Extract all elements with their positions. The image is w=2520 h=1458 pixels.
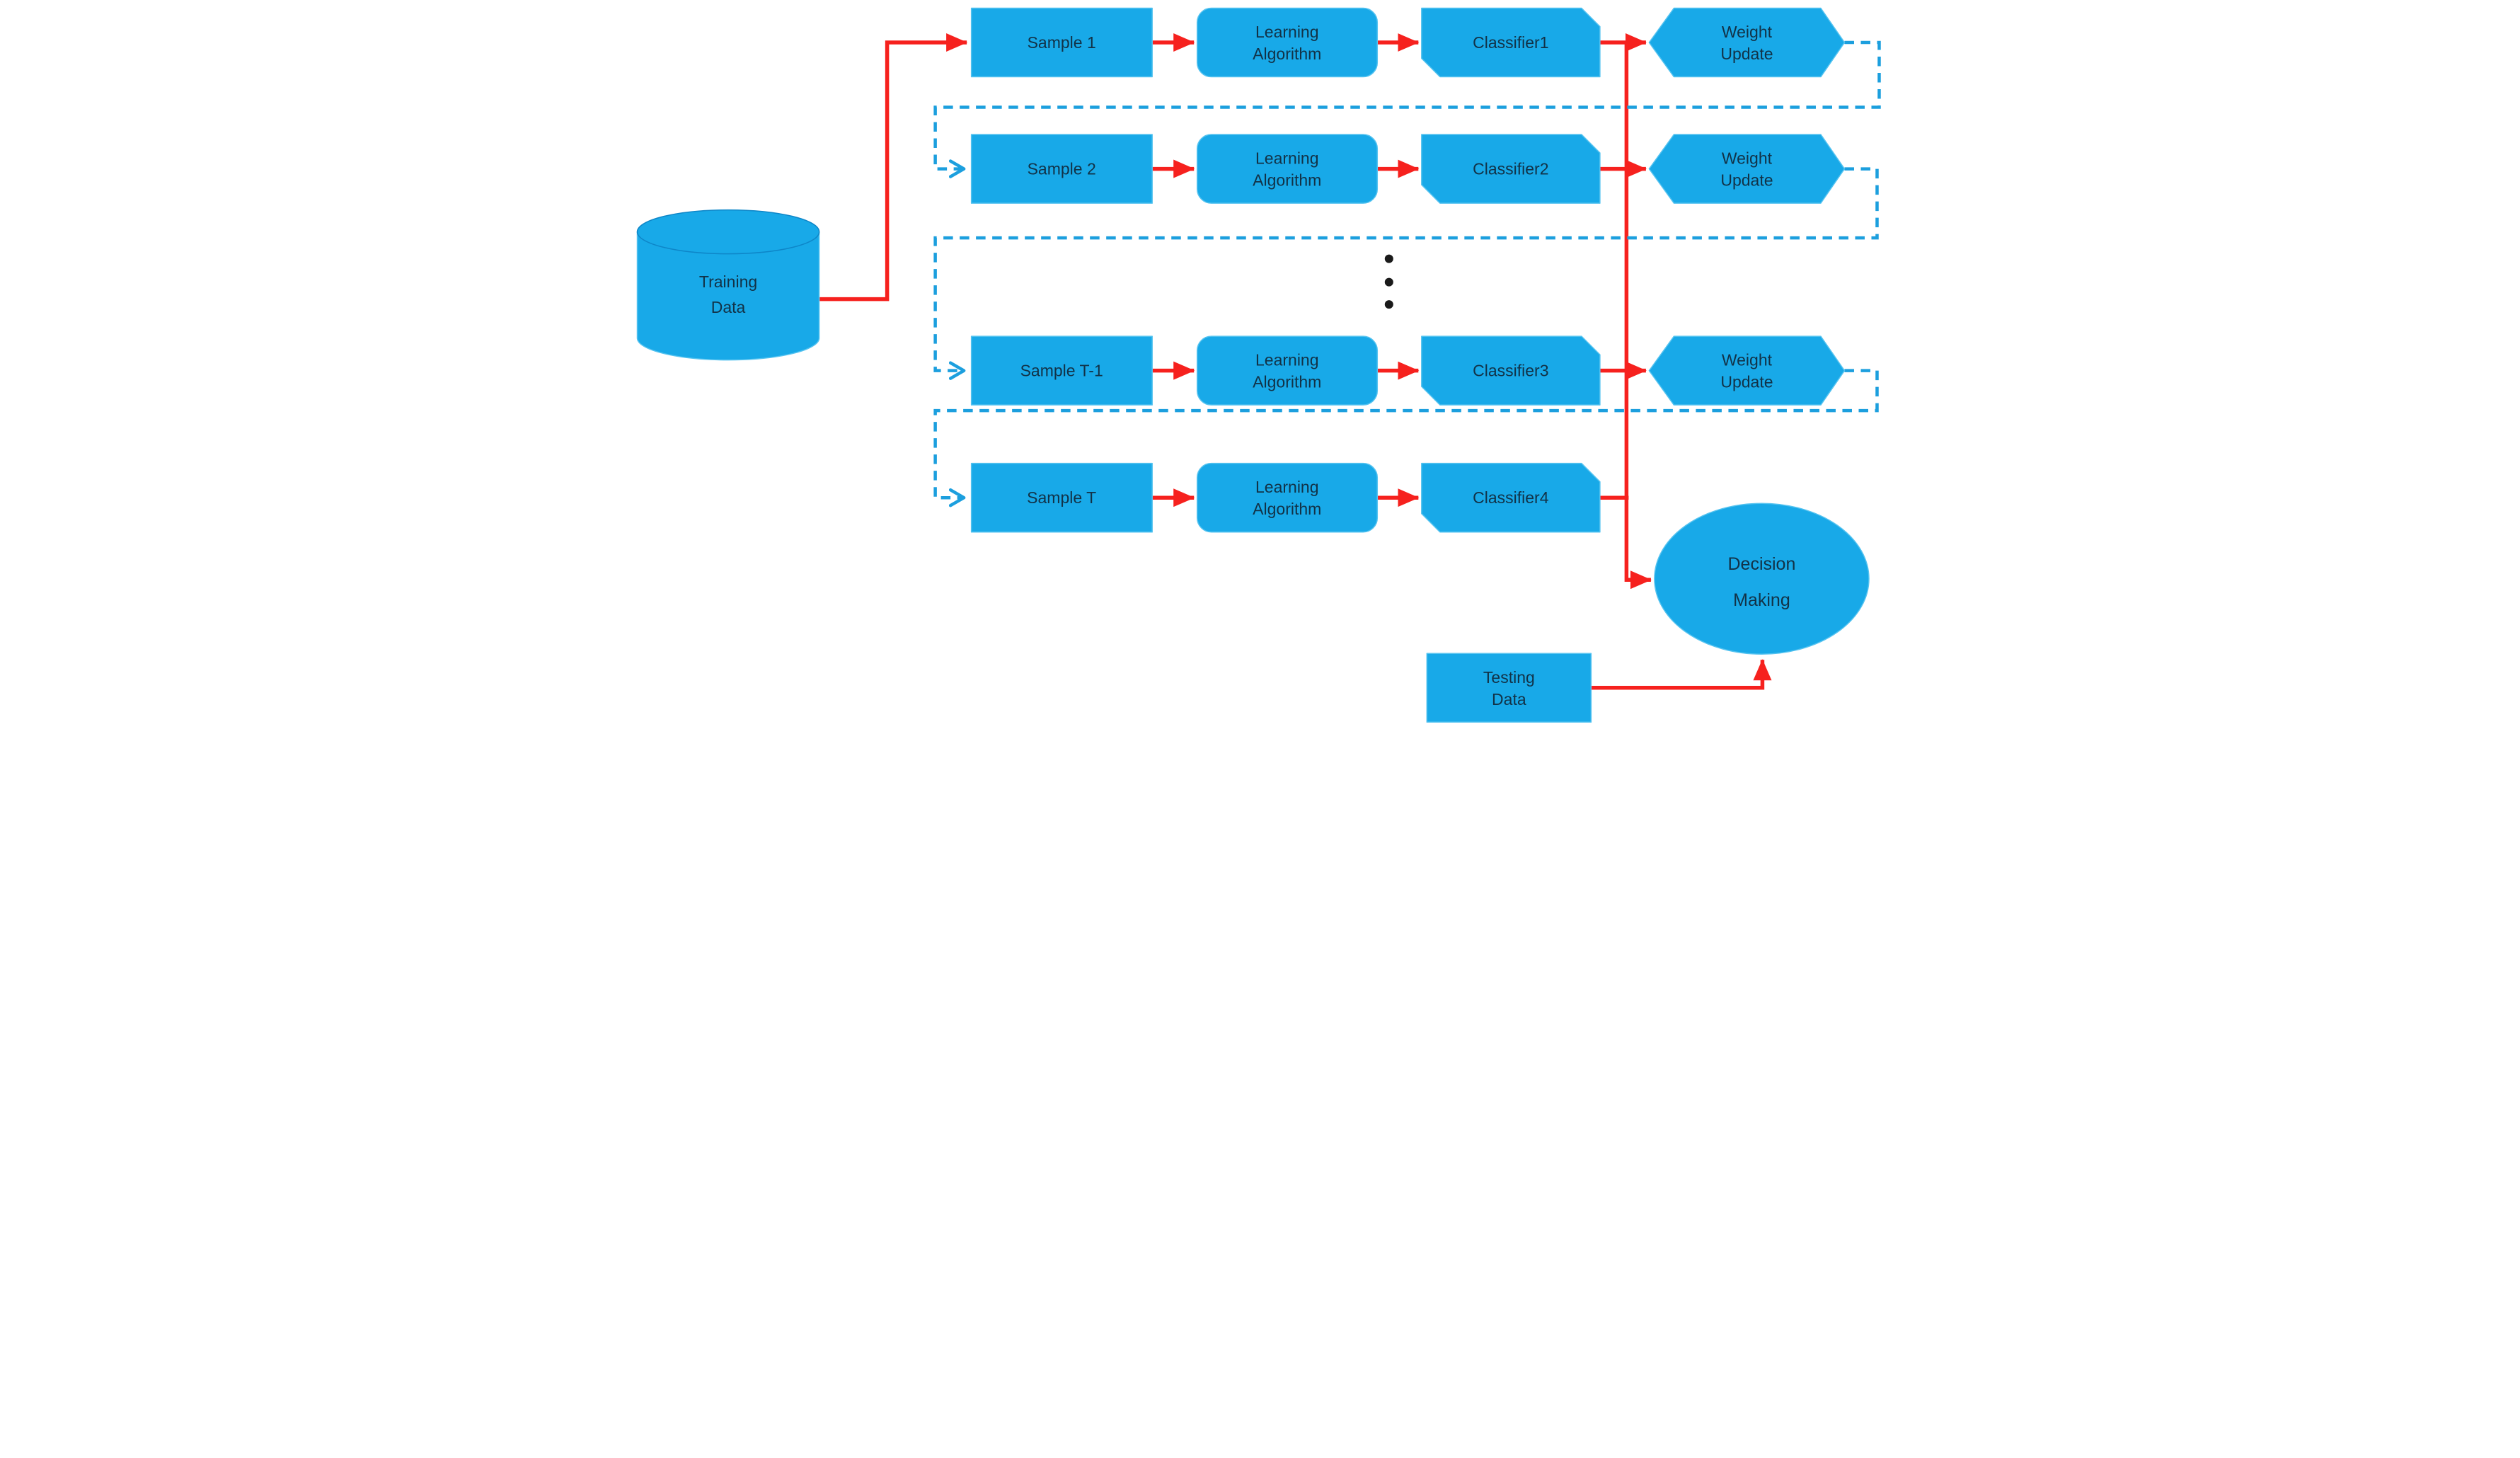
learning-algorithm-4-label-line1: Learning xyxy=(1255,478,1319,496)
training-cylinder-body xyxy=(636,231,820,361)
node-weight-update-2: Weight Update xyxy=(1648,134,1846,204)
feedback-weight-update-3-to-sample-t xyxy=(933,369,1879,498)
weight-update-1-label-line2: Update xyxy=(1720,45,1773,63)
feedback-weight-update-1-to-sample-2 xyxy=(933,40,1881,169)
learning-algorithm-1-label-line2: Algorithm xyxy=(1253,45,1321,63)
weight-update-1-label-line1: Weight xyxy=(1722,23,1773,41)
node-weight-update-1: Weight Update xyxy=(1648,7,1846,78)
flow-aggregate-line-to-decision xyxy=(1624,42,1652,590)
flow-testing-to-decision xyxy=(1591,659,1772,690)
ellipsis-dot-3 xyxy=(1384,300,1393,309)
sample-t-box xyxy=(970,462,1153,533)
learning-algorithm-1-label-line1: Learning xyxy=(1255,23,1319,41)
testing-data-label-line1: Testing xyxy=(1483,668,1535,687)
node-sample-t: Sample T xyxy=(970,462,1153,533)
classifier-1-label: Classifier1 xyxy=(1473,33,1548,52)
classifier-3-label: Classifier3 xyxy=(1473,362,1548,380)
testing-data-label-line2: Data xyxy=(1492,690,1526,708)
node-classifier-3: Classifier3 xyxy=(1421,335,1601,406)
node-classifier-2: Classifier2 xyxy=(1421,134,1601,204)
weight-update-1-hexagon xyxy=(1648,7,1846,78)
boosting-flow-diagram: Training Data Sample 1 Learning Algorith… xyxy=(636,7,1881,723)
flow-training-to-sample-1 xyxy=(819,33,968,302)
learning-algorithm-4-label-line2: Algorithm xyxy=(1253,500,1321,518)
node-learning-algorithm-1: Learning Algorithm xyxy=(1196,7,1379,78)
feedback-loops xyxy=(933,40,1881,498)
classifier-4-shape xyxy=(1421,462,1601,533)
ellipsis-dots-icon xyxy=(1384,254,1393,309)
node-sample-2: Sample 2 xyxy=(970,134,1153,204)
node-classifier-1: Classifier1 xyxy=(1421,7,1601,78)
classifier-1-shape xyxy=(1421,7,1601,78)
ellipsis-dot-2 xyxy=(1384,277,1393,287)
weight-update-3-label-line1: Weight xyxy=(1722,351,1773,369)
decision-making-label-line1: Decision xyxy=(1728,554,1796,574)
sample-1-box xyxy=(970,7,1153,78)
weight-update-3-label-line2: Update xyxy=(1720,373,1773,391)
learning-algorithm-2-label-line2: Algorithm xyxy=(1253,171,1321,190)
classifier-2-label: Classifier2 xyxy=(1473,160,1548,178)
learning-algorithm-3-label-line1: Learning xyxy=(1255,351,1319,369)
node-learning-algorithm-2: Learning Algorithm xyxy=(1196,134,1379,204)
training-data-label-line2: Data xyxy=(711,298,746,316)
sample-t1-box xyxy=(970,335,1153,406)
node-classifier-4: Classifier4 xyxy=(1421,462,1601,533)
node-learning-algorithm-4: Learning Algorithm xyxy=(1196,462,1379,533)
ellipsis-dot-1 xyxy=(1384,254,1393,263)
sample-2-box xyxy=(970,134,1153,204)
decision-making-ellipse xyxy=(1654,503,1870,655)
node-testing-data: Testing Data xyxy=(1426,653,1592,723)
row-3: Sample T-1 Learning Algorithm Classifier… xyxy=(970,335,1846,406)
node-sample-1: Sample 1 xyxy=(970,7,1153,78)
training-data-label-line1: Training xyxy=(699,272,757,291)
learning-algorithm-2-label-line1: Learning xyxy=(1255,149,1319,168)
weight-update-2-label-line1: Weight xyxy=(1722,149,1773,168)
training-cylinder-top xyxy=(636,209,820,255)
decision-making-label-line2: Making xyxy=(1733,590,1790,610)
row-1: Sample 1 Learning Algorithm Classifier1 … xyxy=(970,7,1846,78)
weight-update-2-label-line2: Update xyxy=(1720,171,1773,190)
sample-t-label: Sample T xyxy=(1027,488,1096,507)
sample-1-label: Sample 1 xyxy=(1028,33,1096,52)
classifier-3-shape xyxy=(1421,335,1601,406)
sample-t1-label: Sample T-1 xyxy=(1020,362,1103,380)
feedback-weight-update-2-to-sample-t1 xyxy=(933,167,1879,371)
node-weight-update-3: Weight Update xyxy=(1648,335,1846,406)
testing-data-box xyxy=(1426,653,1592,723)
node-sample-t1: Sample T-1 xyxy=(970,335,1153,406)
weight-update-2-hexagon xyxy=(1648,134,1846,204)
classifier-2-shape xyxy=(1421,134,1601,204)
node-decision-making: Decision Making xyxy=(1654,503,1870,655)
learning-algorithm-4-box xyxy=(1196,462,1379,533)
diagram-canvas: Training Data Sample 1 Learning Algorith… xyxy=(630,0,1890,729)
node-training-data: Training Data xyxy=(636,209,820,361)
row-2: Sample 2 Learning Algorithm Classifier2 … xyxy=(970,134,1846,204)
learning-algorithm-3-box xyxy=(1196,335,1379,406)
classifier-4-label: Classifier4 xyxy=(1473,488,1549,507)
sample-2-label: Sample 2 xyxy=(1028,160,1096,178)
learning-algorithm-3-label-line2: Algorithm xyxy=(1253,373,1321,391)
learning-algorithm-2-box xyxy=(1196,134,1379,204)
node-learning-algorithm-3: Learning Algorithm xyxy=(1196,335,1379,406)
row-4: Sample T Learning Algorithm Classifier4 xyxy=(970,462,1601,533)
red-flow-connectors xyxy=(819,33,1772,690)
learning-algorithm-1-box xyxy=(1196,7,1379,78)
weight-update-3-hexagon xyxy=(1648,335,1846,406)
